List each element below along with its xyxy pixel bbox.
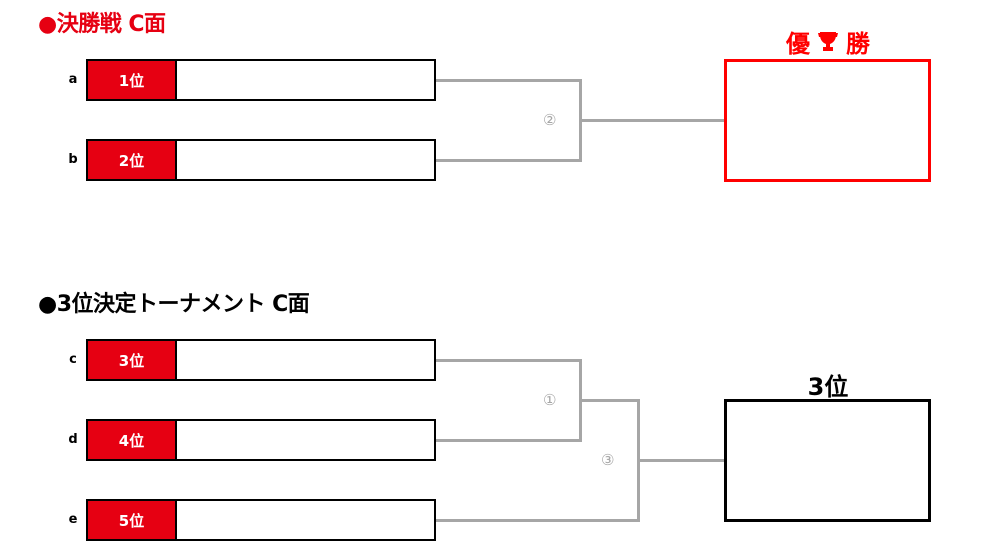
seed-label: 4位 xyxy=(88,421,177,459)
champion-title: 優勝 xyxy=(726,24,930,59)
seed-label: 1位 xyxy=(88,61,177,99)
bracket-line xyxy=(436,439,582,442)
champion-title-left: 優 xyxy=(786,30,810,58)
seed-label: 5位 xyxy=(88,501,177,539)
bracket-line xyxy=(436,359,582,362)
bracket-line xyxy=(436,79,582,82)
row-label-b: b xyxy=(68,152,78,167)
slot-e: 5位 xyxy=(86,499,436,541)
slot-d: 4位 xyxy=(86,419,436,461)
seed-label: 2位 xyxy=(88,141,177,179)
champion-title-right: 勝 xyxy=(846,30,870,58)
third-place-result-title: 3位 xyxy=(807,373,849,401)
match-number: ③ xyxy=(601,451,615,469)
row-label-c: c xyxy=(69,352,77,367)
slot-b: 2位 xyxy=(86,139,436,181)
champion-box[interactable] xyxy=(724,59,931,182)
slot-c: 3位 xyxy=(86,339,436,381)
third-place-title: ●3位決定トーナメント C面 xyxy=(38,292,310,317)
bracket-line xyxy=(579,399,640,402)
team-name-field[interactable] xyxy=(177,141,434,179)
seed-label: 3位 xyxy=(88,341,177,379)
trophy-icon xyxy=(818,31,838,59)
bracket-line xyxy=(436,519,640,522)
bracket-line xyxy=(637,459,726,462)
team-name-field[interactable] xyxy=(177,341,434,379)
team-name-field[interactable] xyxy=(177,61,434,99)
team-name-field[interactable] xyxy=(177,421,434,459)
bracket-line xyxy=(436,159,582,162)
bracket-line xyxy=(579,119,726,122)
row-label-d: d xyxy=(68,432,78,447)
slot-a: 1位 xyxy=(86,59,436,101)
final-title: ●決勝戦 C面 xyxy=(38,12,166,37)
row-label-e: e xyxy=(68,512,78,527)
match-number: ① xyxy=(543,391,557,409)
match-number: ② xyxy=(543,111,557,129)
team-name-field[interactable] xyxy=(177,501,434,539)
third-place-box[interactable] xyxy=(724,399,931,522)
row-label-a: a xyxy=(68,72,78,87)
